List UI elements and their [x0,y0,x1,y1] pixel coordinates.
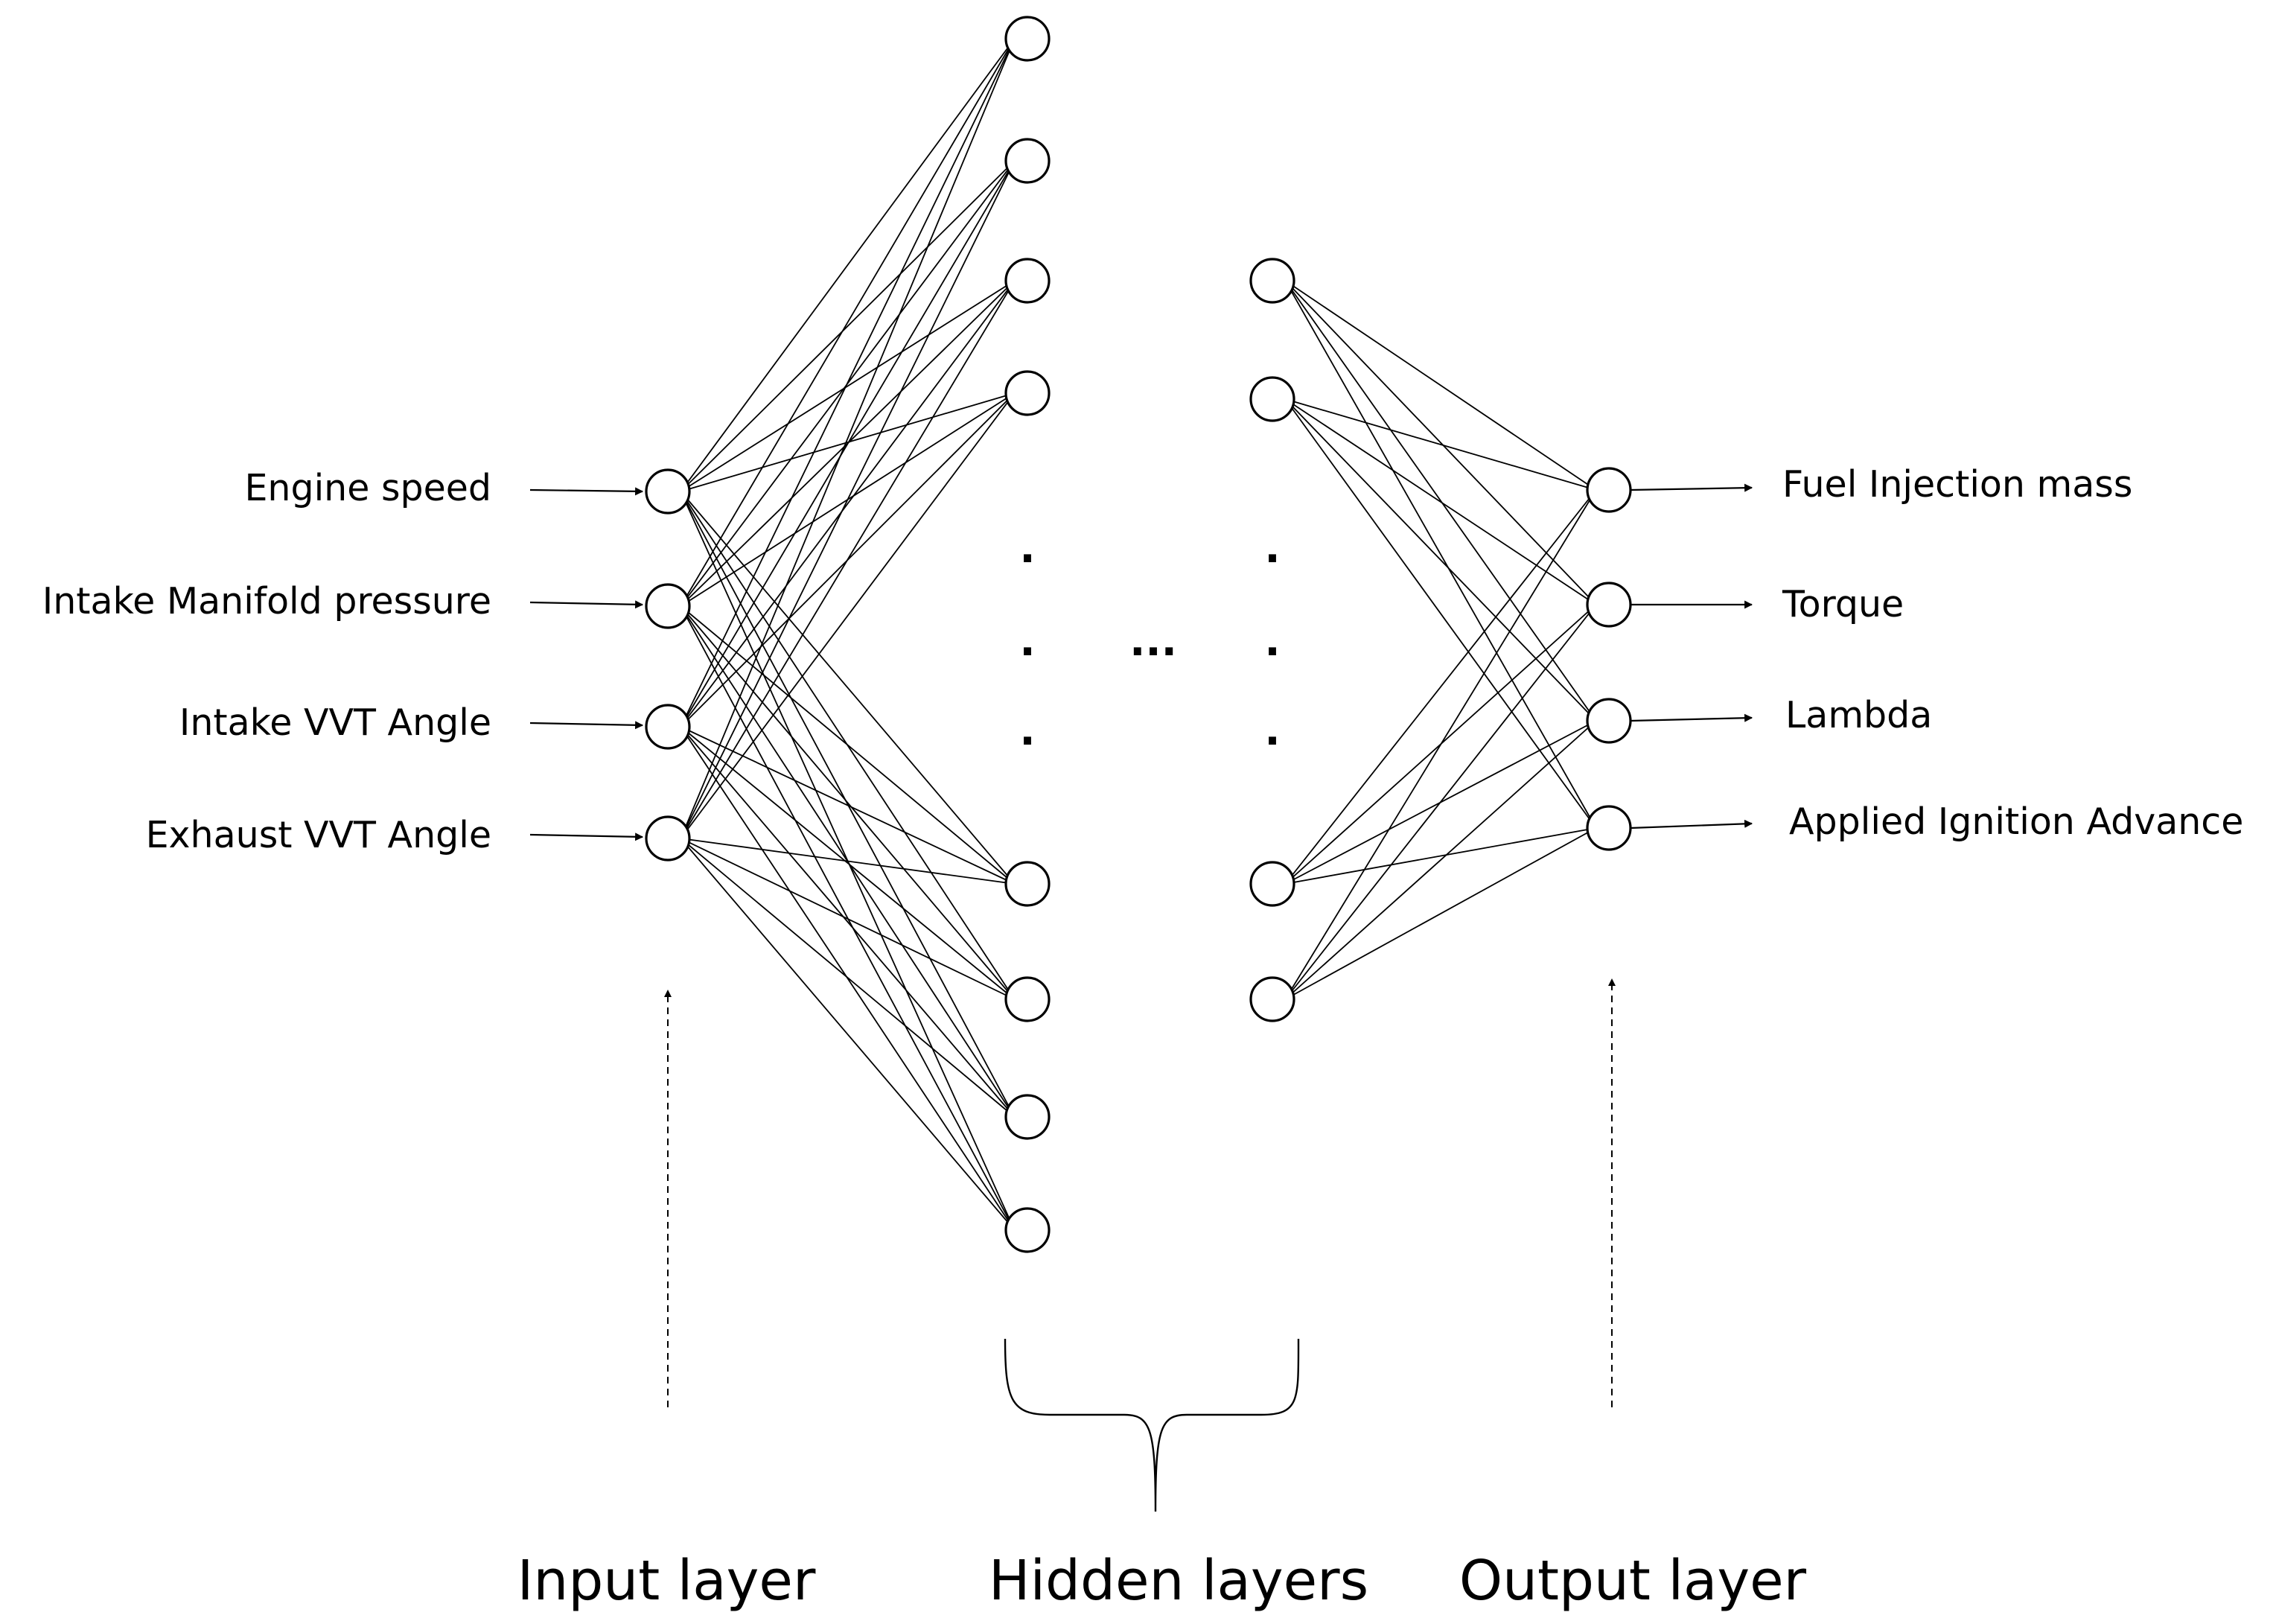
input-arrow-intake-manifold-pressure [529,600,644,609]
hidden-neuron [1004,1094,1051,1140]
connection-edge [680,392,1015,492]
output-layer-label: Output layer [1459,1549,1807,1613]
hidden-neuron [1249,376,1295,422]
connection-edge [680,838,1015,885]
connection-edge [680,38,1016,727]
output-arrow-lambda [1630,713,1753,722]
connection-edge [680,605,1016,885]
input-neuron [645,704,691,750]
vertical-dot: . [1264,617,1280,666]
hidden-neuron [1249,258,1295,304]
output-neuron [1586,582,1632,628]
input-layer-label: Input layer [517,1549,816,1613]
connection-edge [1285,398,1596,491]
connection-edge [680,838,1016,1231]
input-label-exhaust-vvt-angle: Exhaust VVT Angle [146,814,491,856]
connection-edge [680,605,1016,1231]
connection-edge [680,280,1016,839]
vertical-dot: . [1264,707,1280,755]
connection-edge [1284,398,1597,829]
connection-edge [1285,827,1596,885]
hidden-neuron [1004,370,1051,416]
output-neuron [1586,698,1632,744]
input-feature-group: Engine speed Intake Manifold pressure In… [42,467,644,856]
input-arrow-exhaust-vvt-angle [529,832,644,841]
connection-edge [680,160,1016,727]
edges-input-to-hidden [680,38,1016,1231]
connection-edge [1284,280,1597,829]
hidden-layers-label: Hidden layers [989,1549,1368,1613]
output-arrow-fuel-injection-mass [1630,483,1753,492]
output-neuron [1586,467,1632,513]
output-label-lambda: Lambda [1785,694,1932,736]
connection-edge [680,726,1016,1118]
connection-edge [1284,489,1597,1000]
connection-edge [680,280,1016,492]
hidden-layer-first-nodes [1004,16,1051,1253]
hidden-neuron [1004,1207,1051,1253]
vertical-dot: . [1019,707,1035,755]
hidden-neuron [1004,138,1051,184]
connection-edge [680,838,1015,1000]
hidden-neuron [1249,861,1295,907]
hidden-neuron [1004,976,1051,1022]
input-label-intake-vvt-angle: Intake VVT Angle [179,701,491,744]
connection-edge [1284,827,1597,1000]
connection-edge [680,726,1016,1000]
input-neuron [645,468,691,515]
connection-edge [1284,280,1597,605]
output-arrow-applied-ignition-advance [1630,819,1753,829]
connection-edge [1284,280,1597,722]
vertical-dot: . [1019,617,1035,666]
connection-edge [680,160,1016,492]
connection-edge [680,38,1016,492]
output-label-torque: Torque [1782,583,1904,625]
hidden-neuron [1004,258,1051,304]
connection-edge [680,491,1016,885]
connection-edge [1284,398,1597,722]
output-label-fuel-injection-mass: Fuel Injection mass [1782,463,2132,506]
connection-edge [680,160,1016,839]
input-arrow-engine-speed [529,487,644,496]
output-neuron [1586,805,1632,851]
connection-edge [680,392,1016,839]
connection-edge [1284,280,1597,491]
connection-edge [680,838,1016,1118]
connection-edge [1284,720,1597,1000]
hidden-neuron [1004,861,1051,907]
input-neuron [645,815,691,862]
vertical-dot: . [1264,524,1280,573]
output-layer-nodes [1586,467,1632,851]
connection-edge [680,280,1016,727]
hidden-layers-brace [1004,1338,1300,1512]
output-label-applied-ignition-advance: Applied Ignition Advance [1789,800,2243,843]
input-arrow-intake-vvt-angle [529,721,644,730]
input-neuron [645,583,691,629]
connection-edge [680,491,1016,1118]
hidden-layer-last-nodes [1249,258,1295,1022]
output-feature-group: Fuel Injection mass Torque Lambda Applie… [1630,463,2243,843]
input-label-intake-manifold-pressure: Intake Manifold pressure [42,580,491,622]
connection-edge [680,38,1016,839]
hidden-ellipsis: . . . . . . ... [1019,524,1280,755]
connection-edge [680,38,1016,607]
connection-edge [1284,604,1597,1000]
vertical-dot: . [1019,524,1035,573]
connection-edge [680,726,1015,885]
input-label-engine-speed: Engine speed [244,467,491,509]
hidden-neuron [1249,976,1295,1022]
connection-edge [1284,398,1597,605]
horizontal-ellipsis: ... [1129,617,1177,666]
edges-hidden-to-output [1284,280,1597,1000]
input-layer-nodes [645,468,691,862]
hidden-neuron [1004,16,1051,62]
connection-edge [1284,489,1597,885]
